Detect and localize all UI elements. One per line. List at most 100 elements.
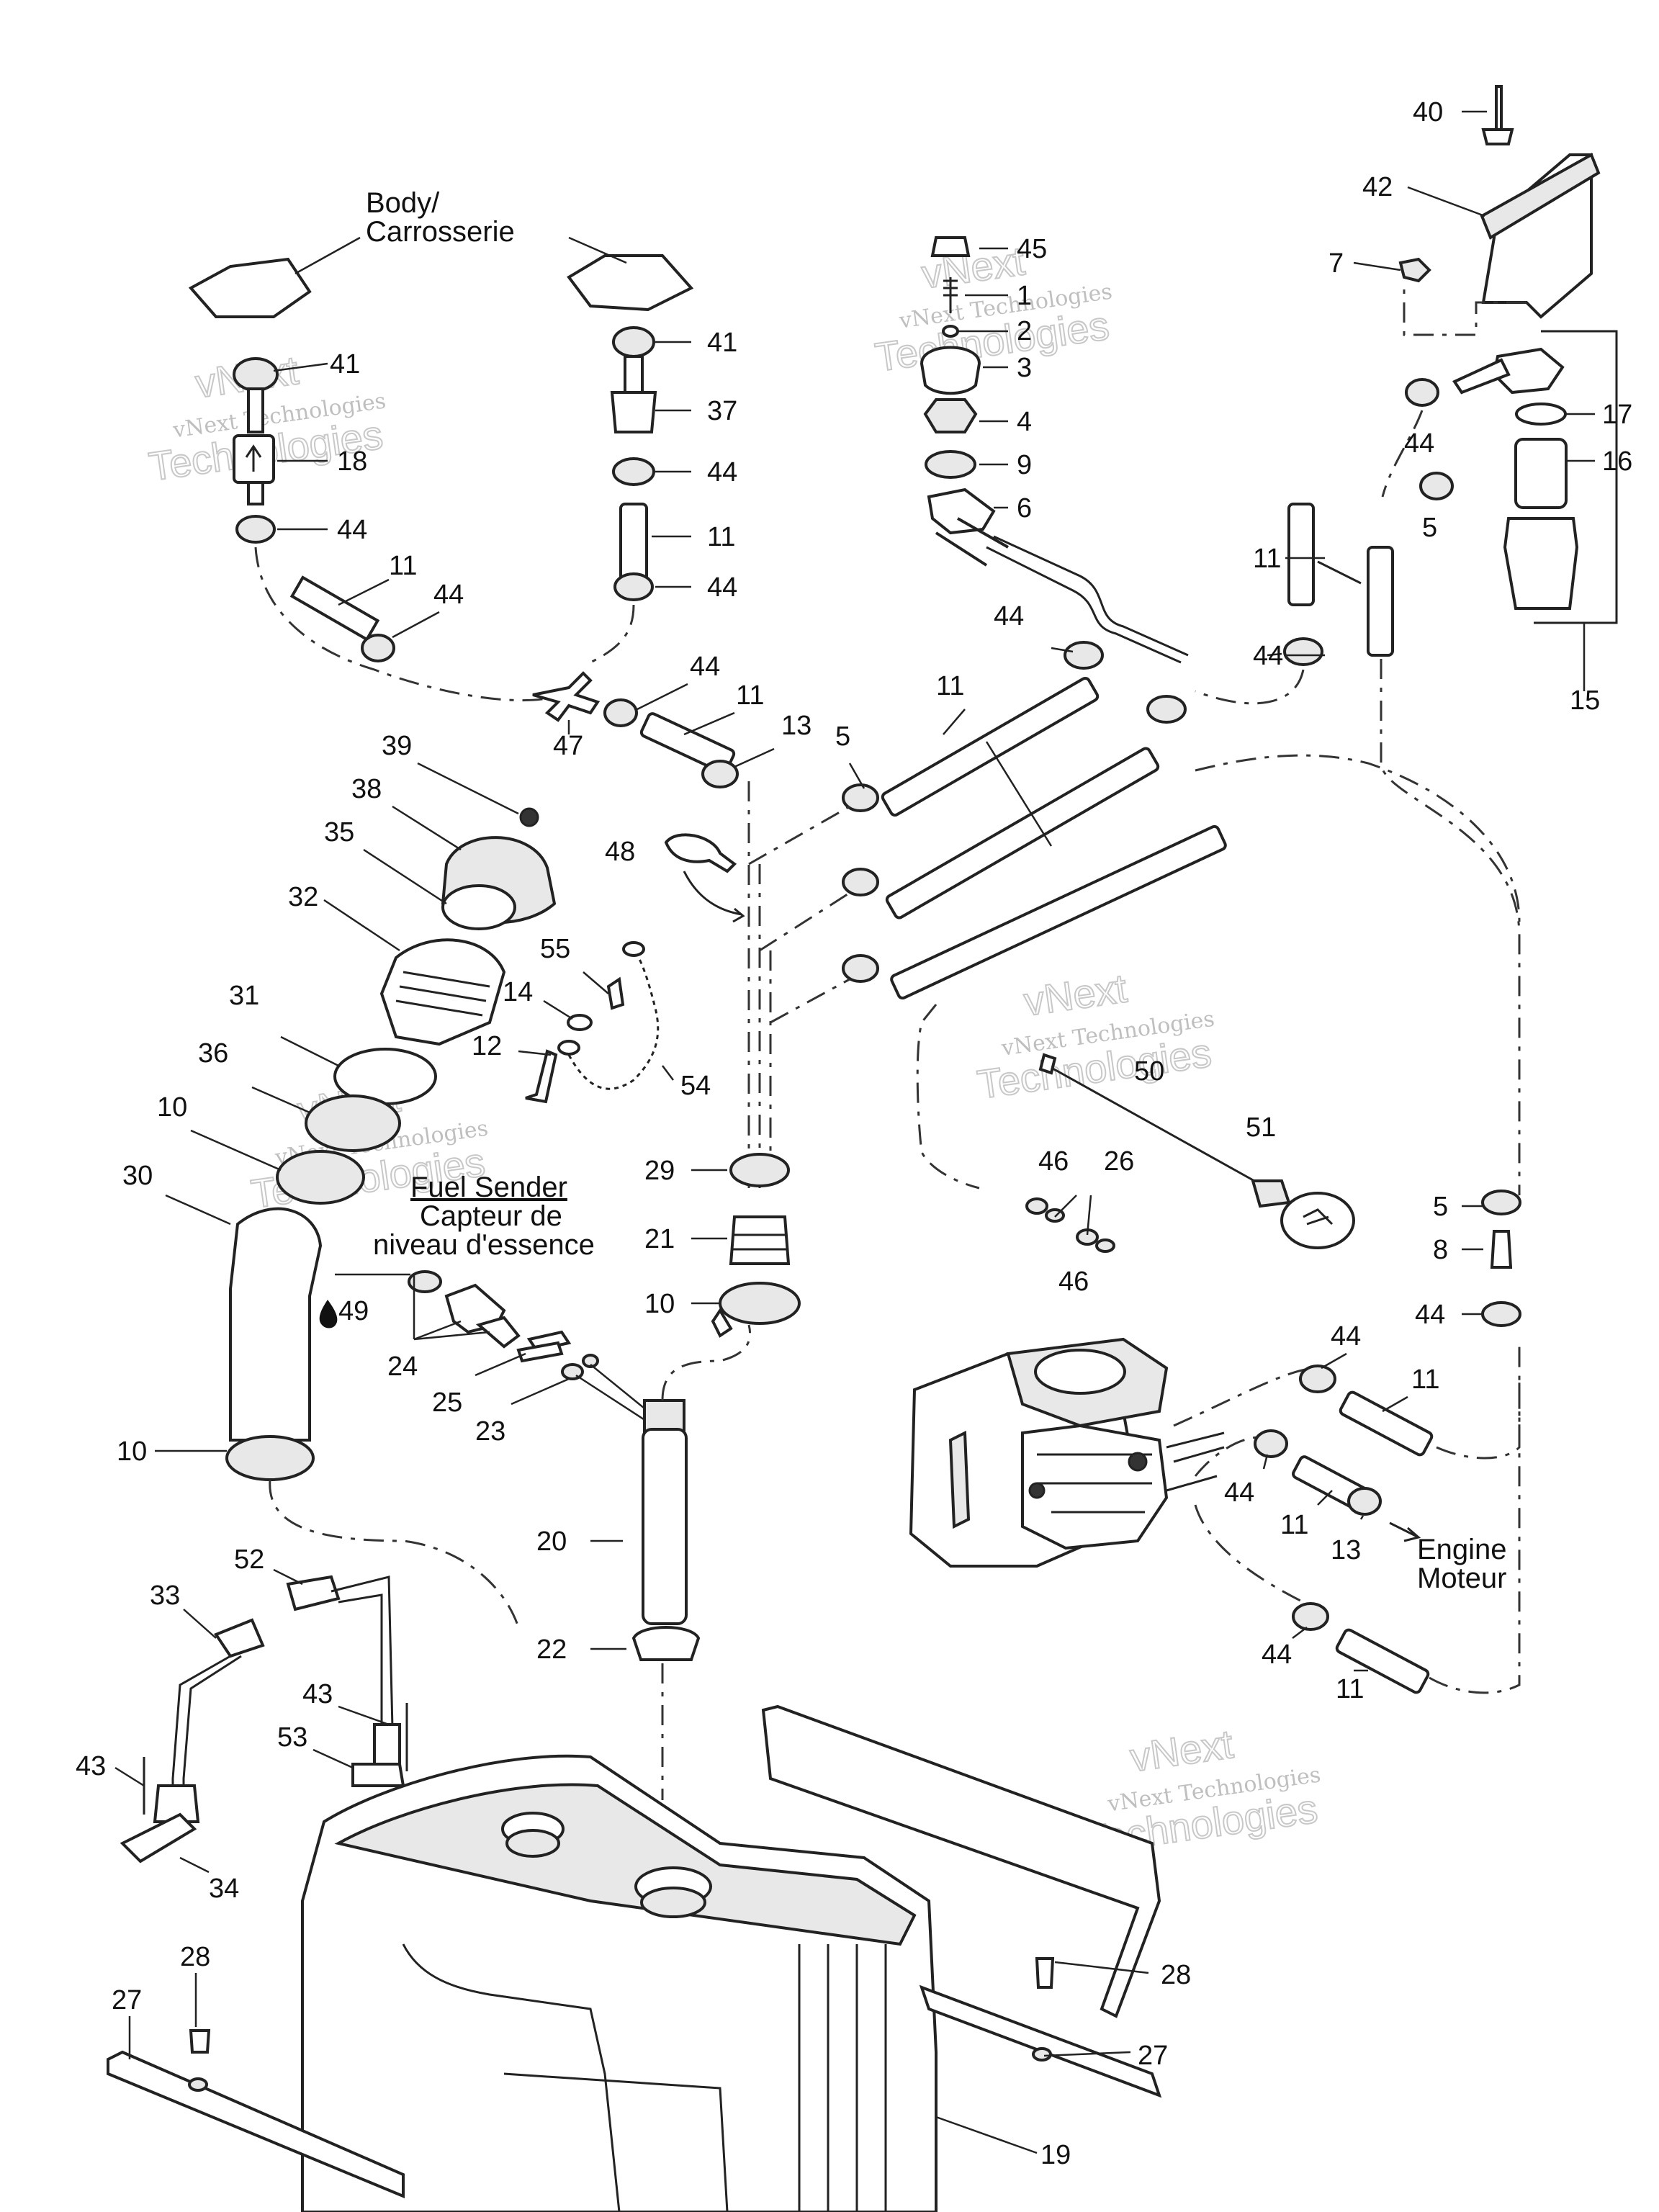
body-mount-pads — [188, 236, 694, 318]
callout-5-filter: 5 — [1422, 513, 1437, 543]
callout-13-upper: 13 — [781, 711, 811, 741]
callout-36: 36 — [198, 1038, 228, 1069]
callout-35: 35 — [324, 817, 354, 848]
callout-51: 51 — [1246, 1112, 1276, 1143]
engine-caption-line2: Moteur — [1417, 1563, 1507, 1594]
callout-11-filter: 11 — [1253, 544, 1281, 574]
callout-44-center-lower: 44 — [707, 572, 737, 603]
callout-7: 7 — [1328, 248, 1344, 279]
callout-53: 53 — [277, 1722, 307, 1753]
callout-15: 15 — [1570, 685, 1600, 716]
callout-16: 16 — [1602, 446, 1632, 477]
engine-arrow — [1389, 1521, 1421, 1542]
callout-52: 52 — [234, 1545, 264, 1575]
tank-straps — [120, 1575, 408, 1863]
callout-44-y: 44 — [690, 652, 720, 682]
filler-neck-assembly — [225, 807, 557, 1628]
fuel-sender-caption-line1: Fuel Sender — [410, 1172, 567, 1203]
callout-47: 47 — [553, 731, 583, 761]
callout-numbers: 40 42 7 45 1 2 3 4 9 6 41 37 44 11 44 41… — [76, 97, 1632, 2170]
callout-23: 23 — [475, 1416, 505, 1447]
callout-9: 9 — [1017, 450, 1032, 480]
callout-10-sender: 10 — [644, 1289, 675, 1319]
callout-4: 4 — [1017, 407, 1032, 437]
callout-39: 39 — [382, 731, 412, 761]
y-fitting-47 — [532, 671, 601, 734]
choke-cable — [916, 1004, 1355, 1253]
callout-5-mid: 5 — [835, 721, 850, 752]
callout-28-left: 28 — [180, 1942, 210, 1972]
watermark-vnext: vNext — [1128, 1721, 1236, 1780]
sender-grommet-stack — [711, 1153, 801, 1338]
engine-caption-line1: Engine — [1417, 1534, 1507, 1565]
filter-hoses — [1195, 503, 1521, 1195]
filter-assembly — [1398, 85, 1618, 691]
callout-44-carb-mid: 44 — [1224, 1478, 1254, 1508]
callout-17: 17 — [1602, 400, 1632, 430]
cap-tether — [525, 941, 660, 1104]
callout-44-mid: 44 — [994, 601, 1024, 631]
filter-clamps — [1381, 378, 1454, 500]
callout-44-right: 44 — [1415, 1300, 1445, 1330]
callout-44-left-lower: 44 — [433, 580, 464, 610]
callout-24: 24 — [387, 1352, 418, 1382]
callout-49: 49 — [338, 1296, 369, 1326]
callout-50: 50 — [1134, 1056, 1164, 1087]
carburetor — [909, 1337, 1318, 1607]
body-caption-line1: Body/ — [366, 187, 440, 219]
callout-38: 38 — [351, 774, 382, 804]
callout-32: 32 — [288, 882, 318, 912]
leader-lines — [114, 110, 1595, 2154]
callout-54: 54 — [680, 1071, 711, 1101]
watermark-vnext: vNext — [1021, 965, 1130, 1024]
callout-1: 1 — [1017, 281, 1032, 311]
skid-plates — [107, 1704, 1162, 2198]
callout-44-center-upper: 44 — [707, 457, 737, 487]
callout-2: 2 — [1017, 316, 1032, 346]
callout-45: 45 — [1017, 234, 1047, 264]
callout-46-lower: 46 — [1058, 1267, 1089, 1297]
callout-30: 30 — [122, 1161, 153, 1191]
callout-11-carb-top: 11 — [1411, 1364, 1439, 1395]
center-vent-stack — [590, 326, 657, 664]
callout-33: 33 — [150, 1581, 180, 1611]
fuel-sender-assembly — [408, 1270, 752, 1800]
callout-14: 14 — [503, 977, 533, 1007]
callout-37: 37 — [707, 396, 737, 426]
callout-46-upper: 46 — [1038, 1146, 1069, 1177]
callout-3: 3 — [1017, 353, 1032, 383]
callout-10-lower: 10 — [117, 1437, 147, 1467]
callout-41-left: 41 — [330, 349, 360, 379]
callout-21: 21 — [644, 1224, 675, 1254]
callout-20: 20 — [536, 1527, 567, 1557]
callout-18: 18 — [337, 446, 367, 477]
callout-22: 22 — [536, 1635, 567, 1665]
callout-44-left: 44 — [337, 515, 367, 545]
callout-11-center: 11 — [707, 522, 735, 552]
callout-43-upper: 43 — [302, 1679, 333, 1709]
callout-27-right: 27 — [1138, 2041, 1168, 2071]
callout-48: 48 — [605, 837, 635, 867]
right-fitting-stack — [1481, 1190, 1521, 1327]
tie-strap-48 — [664, 833, 745, 923]
callout-55: 55 — [540, 934, 570, 964]
callout-11-mid: 11 — [936, 671, 964, 701]
callout-8: 8 — [1433, 1235, 1448, 1265]
callout-44-filter: 44 — [1404, 428, 1434, 459]
callout-26: 26 — [1104, 1146, 1134, 1177]
callout-42: 42 — [1362, 172, 1393, 202]
callout-31: 31 — [229, 981, 259, 1011]
hose-y-to-clamp — [603, 698, 739, 788]
callout-43-lower: 43 — [76, 1751, 106, 1781]
fuel-sender-caption-line2: Capteur de — [420, 1200, 562, 1232]
callout-29: 29 — [644, 1156, 675, 1186]
callout-40: 40 — [1413, 97, 1443, 127]
callout-44-carb-low: 44 — [1262, 1640, 1292, 1670]
vent-routing-lines — [747, 781, 850, 1188]
fluid-drop-icon — [319, 1300, 338, 1328]
callout-10-upper: 10 — [157, 1092, 187, 1123]
middle-hoses — [842, 641, 1521, 1000]
callout-5-right: 5 — [1433, 1192, 1448, 1222]
callout-6: 6 — [1017, 493, 1032, 523]
